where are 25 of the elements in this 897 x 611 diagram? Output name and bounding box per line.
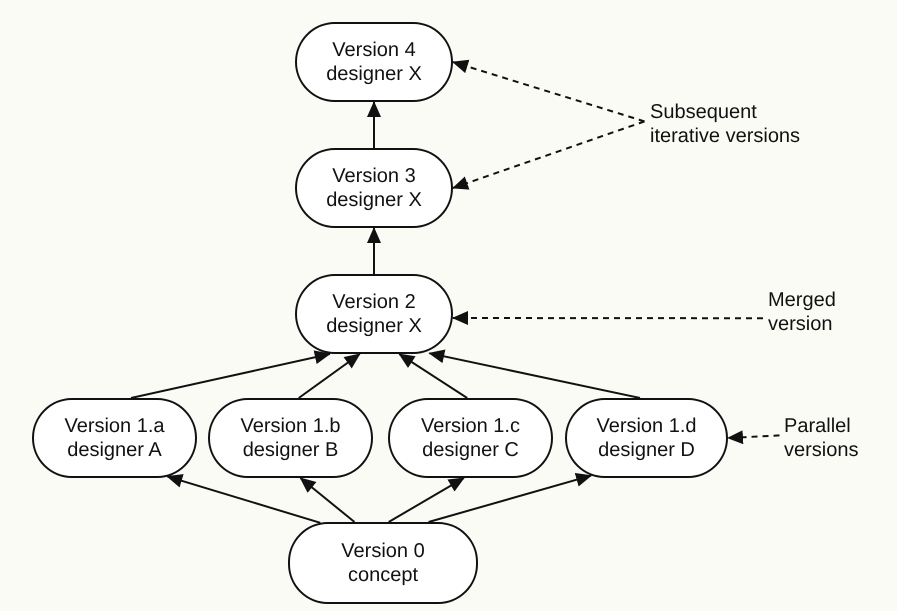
arrow (300, 477, 356, 523)
node-label: Version 1.d designer D (595, 414, 698, 462)
arrow (367, 101, 381, 148)
annotation-text: Merged version (768, 288, 837, 336)
node-label: Version 2 designer X (325, 290, 423, 338)
node-label: Version 3 designer X (325, 164, 423, 212)
arrow (428, 473, 592, 523)
dashed-arrow (727, 430, 780, 444)
arrow (166, 474, 321, 524)
node-label: Version 1.b designer B (239, 414, 342, 462)
node-label: Version 4 designer X (325, 38, 423, 86)
arrow (428, 349, 640, 399)
arrow (130, 350, 331, 399)
arrow (388, 477, 465, 523)
dashed-arrow (452, 120, 645, 190)
arrow (398, 353, 468, 399)
dashed-arrow (452, 311, 763, 325)
dashed-arrow (452, 60, 645, 122)
node-label: Version 1.a designer A (63, 414, 166, 462)
node-label: Version 1.c designer C (420, 414, 521, 462)
arrow (298, 353, 361, 399)
annotation-text: Parallel versions (784, 414, 860, 462)
node-label: Version 0 concept (340, 539, 426, 587)
arrow (367, 227, 381, 274)
annotation-text: Subsequent iterative versions (650, 100, 802, 148)
